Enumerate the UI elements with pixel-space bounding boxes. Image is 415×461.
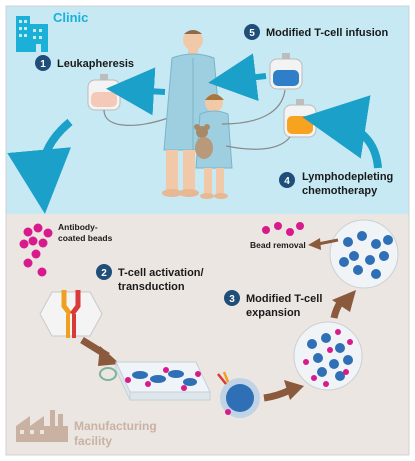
- facility-label-line2: facility: [74, 434, 112, 448]
- beads-label-line2: coated beads: [58, 233, 113, 243]
- beads-label-line1: Antibody-: [58, 222, 98, 232]
- bead-free-dish-icon: [329, 219, 399, 289]
- step-3-number: 3: [229, 294, 235, 305]
- step-2-label-line1: T-cell activation/: [118, 267, 204, 279]
- arrow-infusion-to-patient: [208, 53, 267, 102]
- infusion-tube: [221, 89, 286, 125]
- antibody-beads-icon: [19, 223, 53, 277]
- infusion-bag-icon: [269, 53, 303, 90]
- step-5-badge: [244, 24, 260, 40]
- step-4-label-line1: Lymphodepleting: [302, 171, 393, 183]
- arrow-bead-removal-head: [308, 238, 321, 250]
- step-3-label-line1: Modified T-cell: [246, 293, 322, 305]
- hospital-icon: [16, 16, 48, 52]
- step-3-badge: [224, 290, 240, 306]
- step-1-label: Leukapheresis: [57, 58, 134, 70]
- culture-flask-icon: [99, 361, 211, 401]
- arrow-to-expansion-head: [284, 380, 304, 400]
- step-4-label-line2: chemotherapy: [302, 185, 378, 197]
- step-5-label: Modified T-cell infusion: [266, 27, 389, 39]
- step-2-label-line2: transduction: [118, 281, 185, 293]
- arrow-patient-to-bag: [106, 67, 166, 116]
- factory-icon: [16, 410, 68, 442]
- step-4-badge: [279, 172, 295, 188]
- arrow-bead-removal-shaft: [317, 238, 339, 246]
- arrow-to-manufacturing: [7, 118, 73, 214]
- outer-border: [5, 5, 410, 456]
- step-2-badge: [96, 264, 112, 280]
- facility-label-line1: Manufacturing: [74, 419, 157, 433]
- removed-beads-icon: [262, 222, 304, 236]
- arrow-chemo: [302, 95, 382, 169]
- arrow-up-head: [332, 290, 356, 312]
- step-1-number: 1: [40, 59, 46, 70]
- expansion-dish-icon: [293, 321, 363, 391]
- step-5-number: 5: [249, 28, 255, 39]
- step-2-number: 2: [101, 268, 107, 279]
- step-3-label-line2: expansion: [246, 307, 301, 319]
- t-cell-receptor-icon: [39, 290, 103, 338]
- teddy-bear-icon: [194, 124, 213, 159]
- arrow-to-flask-head: [98, 346, 120, 366]
- clinic-title: Clinic: [53, 10, 88, 25]
- transduced-t-cell-icon: [217, 371, 260, 418]
- step-1-badge: [35, 55, 51, 71]
- step-4-number: 4: [284, 176, 290, 187]
- bead-removal-label: Bead removal: [250, 240, 306, 250]
